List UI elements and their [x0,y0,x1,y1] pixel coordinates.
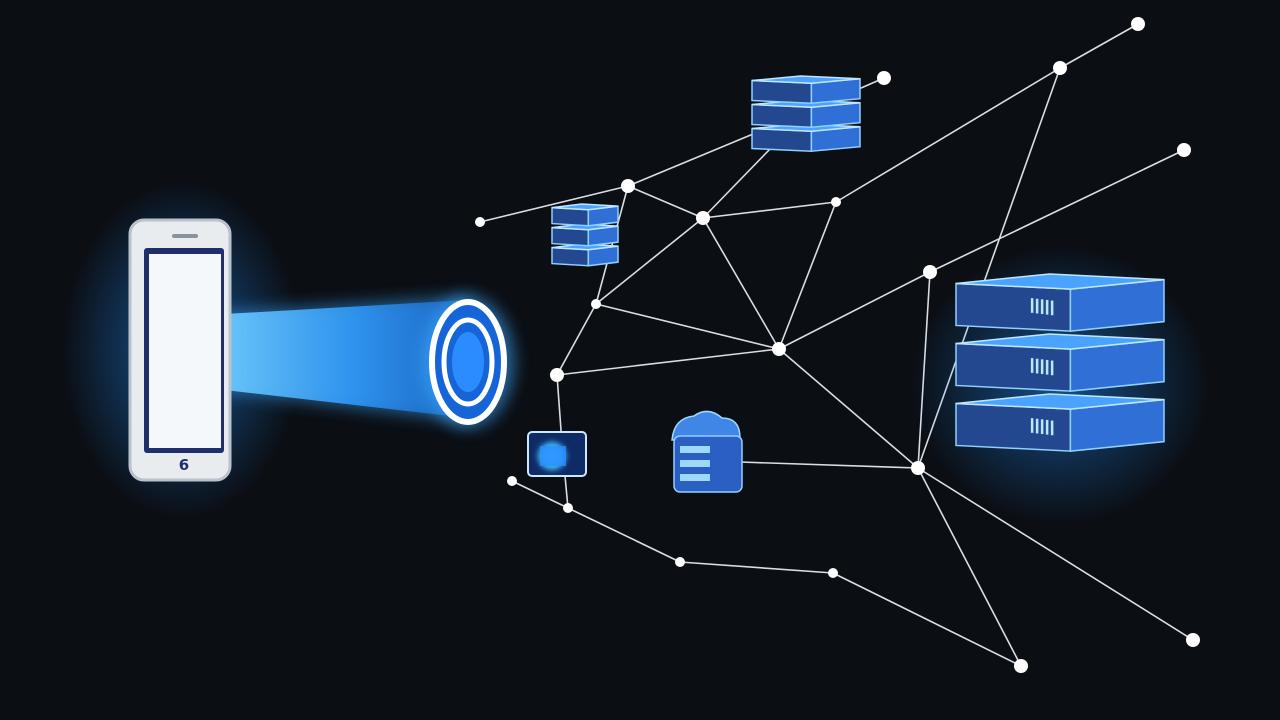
server-layer-top [955,333,1165,350]
network-link [511,480,569,509]
server-layer-top [751,75,861,84]
network-node [563,503,573,513]
chip-icon [527,431,587,477]
server-layer-front [751,127,813,152]
server-vent [1040,359,1044,375]
network-link [778,348,919,469]
network-node [828,568,838,578]
network-node [1014,659,1028,673]
network-link [595,185,629,305]
network-node [772,342,786,356]
server-layer-front [551,246,590,267]
server-vent [1035,418,1039,434]
network-node [923,265,937,279]
server-layer-front [751,79,813,104]
network-node [1177,143,1191,157]
server-stack-icon [910,245,1210,525]
server-stack-icon-small [551,203,619,267]
server-vent [1030,298,1034,313]
network-link [835,67,1061,203]
server-vent [1030,418,1034,433]
network-node [507,476,517,486]
server-stack-icon-top [751,75,861,153]
server-layer-front [751,103,813,128]
network-node [911,461,925,475]
server-layer-top [955,273,1165,290]
network-node [696,211,710,225]
server-vent [1050,300,1054,316]
network-link [595,217,704,305]
server-vent [1035,298,1039,314]
network-link [595,303,780,350]
network-node [591,299,601,309]
network-link [679,561,834,574]
network-link [702,201,837,219]
server-vent [1035,358,1039,374]
network-link [556,303,597,376]
network-node [1131,17,1145,31]
network-link [1059,23,1139,69]
phone-label: 6 [179,456,189,474]
network-node [675,557,685,567]
network-node [475,217,485,227]
network-node [550,368,564,382]
network-node [1186,633,1200,647]
server-vent [1030,358,1034,373]
server-vent [1040,419,1044,435]
server-layer-top [955,393,1165,410]
network-link [556,348,780,376]
server-vent [1045,419,1049,435]
cloud-server-icon [671,410,743,493]
server-vent [1045,299,1049,315]
server-vent [1045,359,1049,375]
network-link [627,185,704,219]
network-node [1053,61,1067,75]
network-link [702,217,780,350]
network-nodes [475,17,1200,673]
network-node [621,179,635,193]
ring-lens-icon [422,296,514,428]
network-link [778,201,837,350]
network-link [567,507,681,563]
network-node [831,197,841,207]
server-vent [1050,360,1054,376]
server-layer-front [551,206,590,227]
network-link [778,271,931,350]
network-node [877,71,891,85]
network-link [917,467,1022,667]
server-layer-front [551,226,590,247]
network-link [929,149,1185,273]
network-link [917,467,1194,641]
server-vent [1050,420,1054,436]
network-link [739,461,919,469]
network-link [832,572,1022,667]
server-vent [1040,299,1044,315]
server-layer-top [551,203,619,211]
network-link [479,185,629,223]
smartphone-icon: 6 [128,218,232,482]
